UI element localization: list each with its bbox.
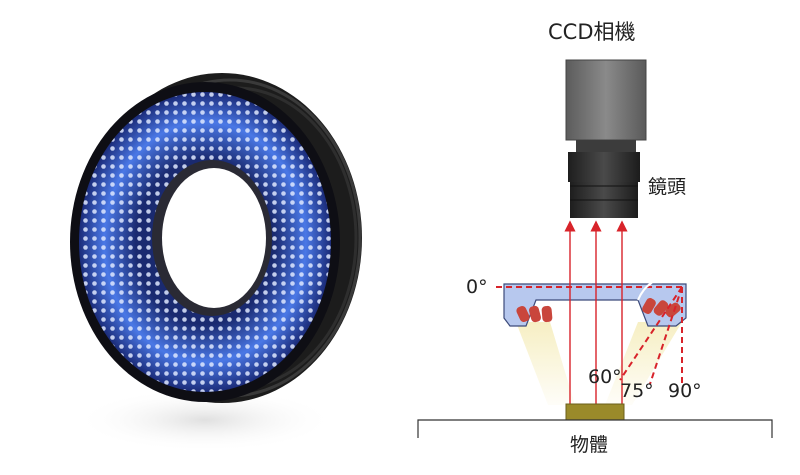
angle-arc (637, 276, 685, 301)
object-block (565, 403, 625, 421)
object-label: 物體 (570, 434, 609, 456)
light-cone-left (516, 322, 575, 405)
ring-bore (162, 168, 266, 308)
angle-90-label: 90° (668, 380, 702, 402)
led-right (642, 298, 681, 318)
light-cone-right (605, 322, 682, 405)
angle-60-label: 60° (588, 366, 622, 388)
angle-lines (496, 286, 684, 385)
ring-light-photo (70, 73, 362, 452)
ccd-camera (565, 59, 647, 152)
reflected-rays (564, 220, 628, 405)
lens-label: 鏡頭 (648, 176, 687, 198)
angle-75-label: 75° (620, 380, 654, 402)
led-left (516, 305, 553, 323)
camera-label: CCD相機 (548, 20, 636, 44)
floor-reflection (75, 388, 335, 452)
lens (568, 152, 640, 218)
lighting-diagram (417, 59, 773, 438)
angle-0-label: 0° (466, 276, 488, 298)
stage-line (417, 419, 773, 438)
